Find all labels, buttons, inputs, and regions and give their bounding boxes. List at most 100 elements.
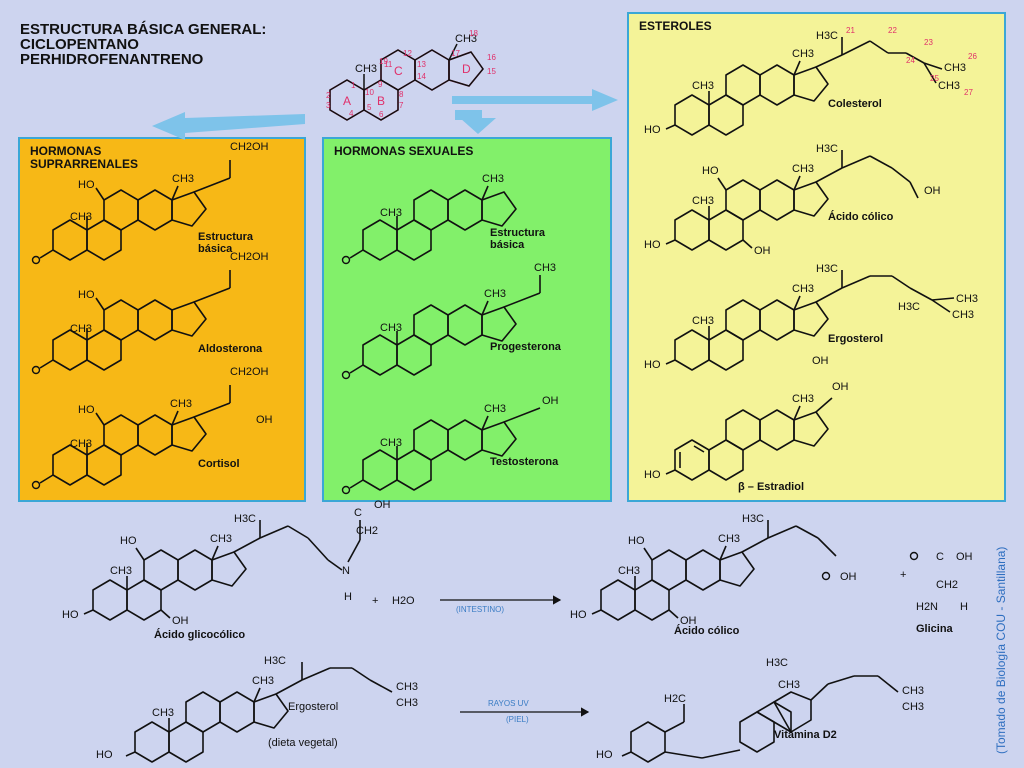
glycocholic-h: H <box>344 591 352 603</box>
estradiol-name: β – Estradiol <box>738 481 804 493</box>
testosterone-ch3-top: CH3 <box>484 403 506 415</box>
cholic-product-h3c: H3C <box>742 513 764 525</box>
testosterone-oh: OH <box>542 395 559 407</box>
cholesterol-num-26: 26 <box>968 52 977 61</box>
panel-adrenal-heading: HORMONAS SUPRARRENALES <box>30 145 138 171</box>
estradiol-oh: OH <box>832 381 849 393</box>
sexual-testosterone: CH3 CH3 OH Testosterona <box>341 395 559 495</box>
core-number-6: 6 <box>379 110 384 119</box>
cholesterol-num-27: 27 <box>964 88 973 97</box>
estradiol-ho: HO <box>644 469 661 481</box>
estradiol-ch3: CH3 <box>792 393 814 405</box>
cortisol-oh: OH <box>256 414 273 426</box>
adrenal-heading-line-2: SUPRARRENALES <box>30 157 139 171</box>
progesterone-ch3: CH3 <box>380 322 402 334</box>
ergosterol-name: Ergosterol <box>828 333 883 345</box>
glycocholic-oh: OH <box>374 499 391 511</box>
sexual-basic-name-1: Estructura <box>490 227 546 239</box>
panel-sterols-heading: ESTEROLES <box>639 19 712 33</box>
ergosterol-h3c: H3C <box>816 263 838 275</box>
core-number-5: 5 <box>367 103 372 112</box>
vitd-h2c: H2C <box>664 693 686 705</box>
core-methyl-18-label: CH3 <box>455 33 477 45</box>
ergosterol-ch3-top: CH3 <box>792 283 814 295</box>
adrenal-basic-name-2: básica <box>198 243 233 255</box>
glycine-ch2: CH2 <box>936 579 958 591</box>
cholic-name: Ácido cólico <box>828 210 894 223</box>
core-number-7: 7 <box>399 101 404 110</box>
ergosterol-ch3-b: CH3 <box>952 309 974 321</box>
vitd-ho: HO <box>596 749 613 761</box>
ergosterol-diet-ch3-b: CH3 <box>396 697 418 709</box>
core-number-8: 8 <box>399 90 404 99</box>
reaction2-condition-1: RAYOS UV <box>488 699 529 708</box>
cholesterol-h3c: H3C <box>816 30 838 42</box>
cortisol-name: Cortisol <box>198 458 240 470</box>
vitd-ch3: CH3 <box>778 679 800 691</box>
cholic-ho: HO <box>644 239 661 251</box>
ergosterol-h3c-side: H3C <box>898 301 920 313</box>
cholic-ch3: CH3 <box>692 195 714 207</box>
core-number-12: 12 <box>403 49 412 58</box>
reaction1-condition: (INTESTINO) <box>456 605 504 614</box>
adrenal-basic-ch3-top: CH3 <box>172 173 194 185</box>
sterol-cholic-acid: CH3 CH3 H3C HO OH OH HO Ácido cólico <box>644 143 941 257</box>
cholic-oh-carboxyl: OH <box>924 185 941 197</box>
diagram-title: ESTRUCTURA BÁSICA GENERAL: CICLOPENTANO … <box>20 22 266 67</box>
testosterone-name: Testosterona <box>490 456 559 468</box>
core-number-18: 18 <box>469 29 478 38</box>
ring-b-letter: B <box>377 94 385 108</box>
adrenal-aldosterone: CH3 HO CH2OH Aldosterona <box>31 251 269 375</box>
aldosterone-ho: HO <box>78 289 95 301</box>
cholesterol-ch3-26: CH3 <box>944 62 966 74</box>
panel-sterols: ESTEROLES <box>627 12 1006 502</box>
reaction1-plus-2: + <box>900 569 906 581</box>
panel-adrenal-hormones: HORMONAS SUPRARRENALES <box>18 137 306 502</box>
ergosterol-diet-ch3: CH3 <box>152 707 174 719</box>
cholesterol-num-22: 22 <box>888 26 897 35</box>
glycocholic-ch3-top: CH3 <box>210 533 232 545</box>
progesterone-ch3-top: CH3 <box>484 288 506 300</box>
cholesterol-ch3: CH3 <box>692 80 714 92</box>
adrenal-basic-name-1: Estructura <box>198 231 254 243</box>
ergosterol-ch3: CH3 <box>692 315 714 327</box>
cholic-product-name: Ácido cólico <box>674 624 740 637</box>
sexual-basic-ch3-top: CH3 <box>482 173 504 185</box>
ergosterol-ho: HO <box>644 359 661 371</box>
flow-arrows <box>152 89 618 140</box>
ring-c-letter: C <box>394 64 403 78</box>
title-line-3: PERHIDROFENANTRENO <box>20 51 204 68</box>
cholesterol-num-25: 25 <box>930 74 939 83</box>
glycocholic-oh-bottom: OH <box>172 615 189 627</box>
reaction1-plus: + <box>372 595 378 607</box>
vitd-h3c: H3C <box>766 657 788 669</box>
ergosterol-ch3-a: CH3 <box>956 293 978 305</box>
ergosterol-diet-h3c: H3C <box>264 655 286 667</box>
glycocholic-h3c: H3C <box>234 513 256 525</box>
core-number-16: 16 <box>487 53 496 62</box>
core-number-17: 17 <box>451 49 460 58</box>
core-number-2: 2 <box>326 91 331 100</box>
adrenal-basic-ch2oh: CH2OH <box>230 141 269 153</box>
adrenal-structure-basic: CH3 CH3 CH2OH HO Estructura básica <box>31 141 269 265</box>
cholic-product-ho: HO <box>570 609 587 621</box>
source-credit: (Tomado de Biología COU - Santillana) <box>994 546 1008 754</box>
ergosterol-diet-ho: HO <box>96 749 113 761</box>
reaction2-condition-2: (PIEL) <box>506 715 529 724</box>
glycine-structure: C OH CH2 H2N H Glicina <box>909 551 973 635</box>
core-number-1: 1 <box>351 81 356 90</box>
sterol-ergosterol: CH3 CH3 H3C H3C CH3 CH3 HO OH Ergosterol <box>644 263 978 371</box>
panel-sexual-heading: HORMONAS SEXUALES <box>334 144 474 158</box>
glycocholic-ch3: CH3 <box>110 565 132 577</box>
testosterone-ch3: CH3 <box>380 437 402 449</box>
core-structure: A B C D CH3 CH3 1 2 3 4 5 6 7 8 9 10 11 … <box>326 29 496 121</box>
cholic-product-ho-top: HO <box>628 535 645 547</box>
cortisol-ho: HO <box>78 404 95 416</box>
cholesterol-num-21: 21 <box>846 26 855 35</box>
core-number-11: 11 <box>384 60 393 69</box>
adrenal-heading-line-1: HORMONAS <box>30 144 102 158</box>
ring-a-letter: A <box>343 94 351 108</box>
ergosterol-diet-note: (dieta vegetal) <box>268 737 338 749</box>
cholic-ch3-top: CH3 <box>792 163 814 175</box>
arrow-to-adrenal <box>152 112 305 140</box>
